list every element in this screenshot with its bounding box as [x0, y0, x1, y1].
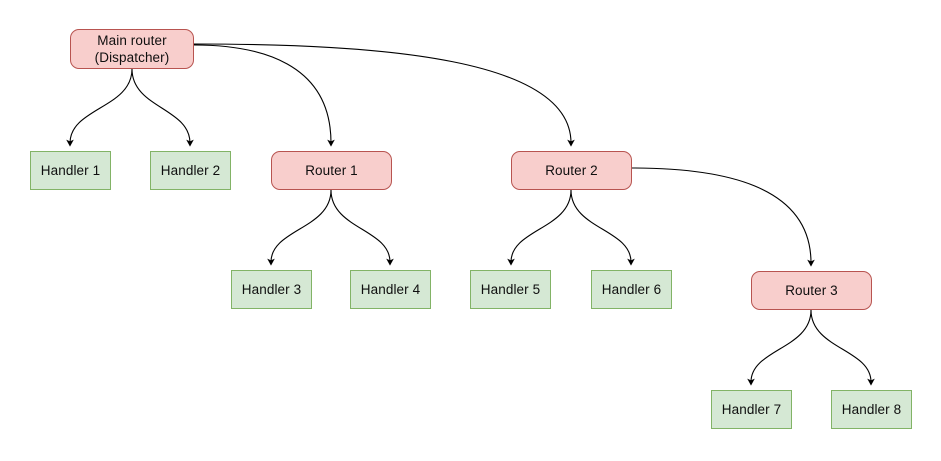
edge-main-router-to-router-2: [193, 43, 575, 147]
node-handler-8[interactable]: Handler 8: [831, 390, 912, 429]
edge-router-2-to-handler-5: [507, 189, 572, 266]
node-label-handler-1: Handler 1: [40, 163, 101, 178]
node-label-handler-6: Handler 6: [601, 282, 662, 297]
node-handler-7[interactable]: Handler 7: [711, 390, 792, 429]
node-label-handler-5: Handler 5: [480, 282, 541, 297]
node-main-router[interactable]: Main router (Dispatcher): [70, 29, 194, 69]
node-handler-6[interactable]: Handler 6: [591, 270, 672, 309]
edge-router-1-to-handler-3: [267, 189, 332, 266]
edge-router-1-to-handler-4: [330, 189, 394, 266]
edge-router-2-to-router-3: [631, 167, 815, 267]
node-router-2[interactable]: Router 2: [511, 151, 632, 190]
node-label-handler-2: Handler 2: [160, 163, 221, 178]
node-label-handler-7: Handler 7: [721, 402, 782, 417]
node-label-router-3: Router 3: [785, 283, 838, 298]
node-label-router-2: Router 2: [545, 163, 598, 178]
node-handler-2[interactable]: Handler 2: [150, 151, 231, 190]
node-label-router-1: Router 1: [305, 163, 358, 178]
node-label-handler-3: Handler 3: [241, 282, 302, 297]
node-handler-5[interactable]: Handler 5: [470, 270, 551, 309]
edge-router-3-to-handler-8: [810, 309, 875, 386]
edge-main-router-to-router-1: [193, 44, 335, 147]
node-label-handler-8: Handler 8: [841, 402, 902, 417]
node-label-main-router: Main router (Dispatcher): [94, 33, 170, 65]
node-handler-3[interactable]: Handler 3: [231, 270, 312, 309]
edge-router-2-to-handler-6: [570, 189, 635, 266]
edge-main-router-to-handler-2: [131, 68, 194, 147]
node-router-3[interactable]: Router 3: [751, 271, 872, 310]
node-handler-4[interactable]: Handler 4: [350, 270, 431, 309]
node-label-handler-4: Handler 4: [360, 282, 421, 297]
edge-main-router-to-handler-1: [66, 68, 133, 147]
node-router-1[interactable]: Router 1: [271, 151, 392, 190]
node-handler-1[interactable]: Handler 1: [30, 151, 111, 190]
edge-router-3-to-handler-7: [747, 309, 812, 386]
